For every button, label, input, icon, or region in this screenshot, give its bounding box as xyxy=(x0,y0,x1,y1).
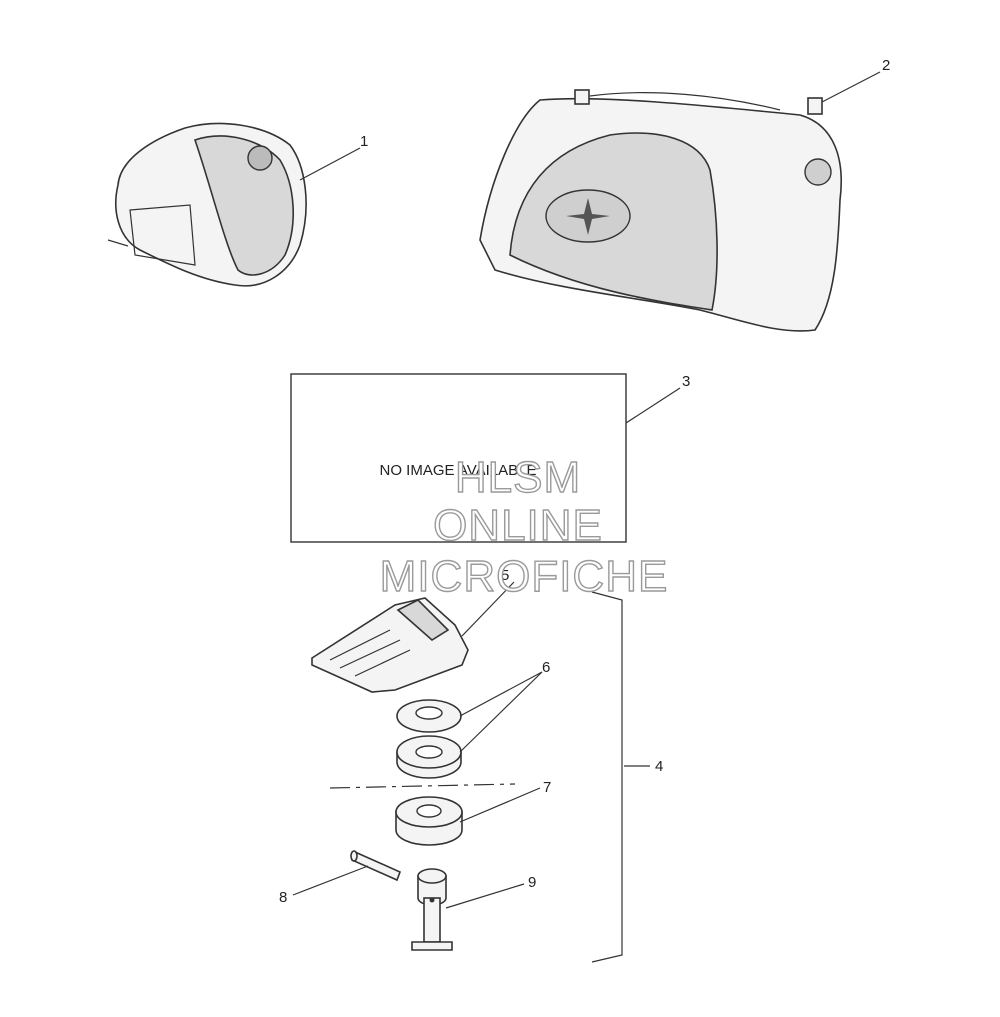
part-3-placeholder[interactable]: NO IMAGE AVAILABLE xyxy=(290,373,627,543)
part-5-bracket[interactable] xyxy=(311,597,469,693)
callout-1: 1 xyxy=(360,133,368,150)
part-6-washer-top[interactable] xyxy=(396,699,462,733)
part-1-small-bag[interactable] xyxy=(107,122,307,287)
callout-8: 8 xyxy=(279,889,287,906)
callout-6: 6 xyxy=(542,659,550,676)
watermark-line-2: ONLINE xyxy=(433,501,603,550)
callout-9: 9 xyxy=(528,874,536,891)
center-line xyxy=(329,783,516,789)
logo-icon xyxy=(804,158,832,186)
group-4-bracket xyxy=(591,591,623,963)
callout-3: 3 xyxy=(682,373,690,390)
logo-icon xyxy=(247,145,273,171)
callout-2: 2 xyxy=(882,57,890,74)
leader-lines xyxy=(292,71,881,909)
part-8-pin[interactable] xyxy=(350,850,402,882)
watermark-line-3: MICROFICHE xyxy=(380,552,669,601)
part-9-bolt[interactable] xyxy=(411,868,453,951)
watermark-line-1: HLSM xyxy=(455,453,581,502)
part-7-spacer[interactable] xyxy=(395,796,463,846)
callout-4: 4 xyxy=(655,758,663,775)
no-image-label: NO IMAGE AVAILABLE xyxy=(379,462,536,479)
callout-7: 7 xyxy=(543,779,551,796)
callout-5: 5 xyxy=(501,567,509,584)
part-6-washer-bottom[interactable] xyxy=(396,735,462,779)
part-2-large-bag[interactable] xyxy=(479,89,842,332)
